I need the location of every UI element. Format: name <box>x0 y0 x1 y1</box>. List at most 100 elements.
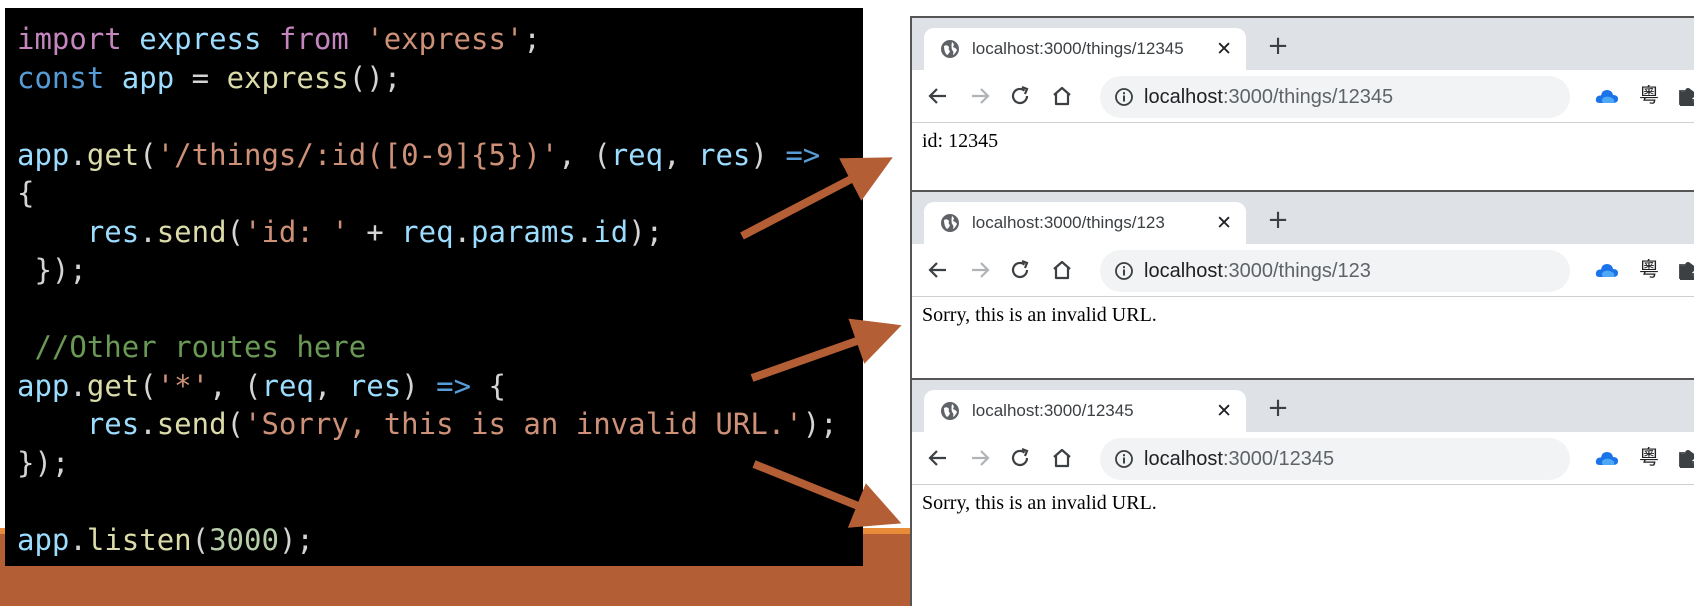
browser-tab[interactable]: localhost:3000/12345 ✕ <box>924 390 1246 432</box>
url-path: :3000/things/123 <box>1222 260 1371 282</box>
code-panel: import express from 'express'; const app… <box>5 8 863 566</box>
code-token: ( <box>226 214 245 249</box>
puzzle-icon[interactable] <box>1676 84 1694 108</box>
code-token <box>261 22 278 56</box>
ime-indicator[interactable]: 粵 <box>1639 83 1659 107</box>
page-body-text: Sorry, this is an invalid URL. <box>922 492 1157 514</box>
address-bar[interactable]: localhost:3000/12345 <box>1100 438 1694 480</box>
code-token: . <box>69 137 87 172</box>
cloud-icon[interactable] <box>1594 260 1620 282</box>
address-bar[interactable]: localhost:3000/things/12345 <box>1100 76 1694 118</box>
code-token: res <box>86 407 140 441</box>
code-token: ( <box>139 137 157 172</box>
code-token: req <box>610 137 664 172</box>
code-line: const app = express(); <box>17 59 863 98</box>
code-token: + <box>348 214 402 249</box>
home-icon[interactable] <box>1050 446 1074 470</box>
forward-icon[interactable] <box>968 84 992 108</box>
code-token: get <box>86 368 140 403</box>
code-token: listen <box>86 522 192 557</box>
forward-icon[interactable] <box>968 446 992 470</box>
code-line: res.send('Sorry, this is an invalid URL.… <box>17 405 863 444</box>
code-token: ( <box>191 522 210 557</box>
code-token: (); <box>348 60 402 95</box>
code-token: app <box>121 60 175 95</box>
code-token: req <box>261 368 314 403</box>
close-icon[interactable]: ✕ <box>1216 38 1232 60</box>
code-token: import <box>17 22 122 56</box>
code-token: 'id: ' <box>244 214 349 249</box>
puzzle-icon[interactable] <box>1676 446 1694 470</box>
cloud-icon[interactable] <box>1594 86 1620 108</box>
tab-strip: localhost:3000/12345 ✕ + <box>912 380 1694 432</box>
code-token: app <box>17 368 70 403</box>
home-icon[interactable] <box>1050 258 1074 282</box>
code-token: ( <box>226 407 245 441</box>
back-icon[interactable] <box>926 258 950 282</box>
url-host: localhost <box>1144 448 1223 470</box>
code-line: import express from 'express'; <box>17 20 863 59</box>
code-token: res <box>698 137 751 172</box>
reload-icon[interactable] <box>1008 84 1032 108</box>
code-token: => <box>785 137 821 172</box>
plus-icon[interactable]: + <box>1267 393 1289 423</box>
back-icon[interactable] <box>926 84 950 108</box>
back-icon[interactable] <box>926 446 950 470</box>
browser-window: localhost:3000/things/123 ✕ + localhost:… <box>910 190 1694 378</box>
close-icon[interactable]: ✕ <box>1216 212 1232 234</box>
plus-icon[interactable]: + <box>1267 205 1289 235</box>
code-token: { <box>17 176 35 210</box>
code-token: const <box>17 60 105 95</box>
code-token: send <box>156 214 227 249</box>
code-line: }); <box>17 251 863 290</box>
code-token: req <box>401 214 454 249</box>
ime-indicator[interactable]: 粵 <box>1639 445 1659 469</box>
plus-icon[interactable]: + <box>1267 31 1289 61</box>
code-token: ; <box>523 22 541 56</box>
code-token: . <box>69 368 87 403</box>
url-text[interactable]: localhost:3000/things/12345 <box>1144 76 1393 118</box>
tab-title: localhost:3000/things/12345 <box>972 39 1184 58</box>
reload-icon[interactable] <box>1008 258 1032 282</box>
code-token: . <box>575 214 594 249</box>
url-path: :3000/12345 <box>1222 448 1335 470</box>
url-text[interactable]: localhost:3000/12345 <box>1144 438 1334 480</box>
browser-tab[interactable]: localhost:3000/things/12345 ✕ <box>924 28 1246 70</box>
code-token: '/things/:id([0-9]{5})' <box>156 137 559 172</box>
code-token: }); <box>17 253 87 287</box>
code-line: app.get('*', (req, res) => { <box>17 367 863 406</box>
page-body-text: Sorry, this is an invalid URL. <box>922 304 1157 326</box>
page-body-text: id: 12345 <box>922 130 999 152</box>
reload-icon[interactable] <box>1008 446 1032 470</box>
info-icon[interactable] <box>1114 449 1134 469</box>
code-line: { <box>17 174 863 213</box>
browser-tab[interactable]: localhost:3000/things/123 ✕ <box>924 202 1246 244</box>
info-icon[interactable] <box>1114 87 1134 107</box>
code-token: app <box>17 522 70 557</box>
ime-indicator[interactable]: 粵 <box>1639 257 1659 281</box>
code-token: . <box>453 214 472 249</box>
info-icon[interactable] <box>1114 261 1134 281</box>
code-token: ); <box>802 407 838 441</box>
code-token: }); <box>17 445 70 480</box>
code-line: app.get('/things/:id([0-9]{5})', (req, r… <box>17 136 863 175</box>
browser-toolbar: localhost:3000/things/12345 粵 <box>912 70 1694 123</box>
cloud-icon[interactable] <box>1594 448 1620 470</box>
code-token: 'express' <box>366 22 524 56</box>
code-token: ( <box>139 368 157 403</box>
code-token <box>17 407 87 441</box>
code-token: = <box>174 60 227 95</box>
home-icon[interactable] <box>1050 84 1074 108</box>
puzzle-icon[interactable] <box>1676 258 1694 282</box>
browser-toolbar: localhost:3000/12345 粵 <box>912 432 1694 485</box>
code-token: '*' <box>156 368 210 403</box>
code-line: //Other routes here <box>17 328 863 367</box>
close-icon[interactable]: ✕ <box>1216 400 1232 422</box>
code-token <box>122 22 139 56</box>
code-token: 3000 <box>209 522 279 557</box>
code-token <box>17 330 34 364</box>
code-token: , <box>663 137 698 172</box>
forward-icon[interactable] <box>968 258 992 282</box>
address-bar[interactable]: localhost:3000/things/123 <box>1100 250 1694 292</box>
url-text[interactable]: localhost:3000/things/123 <box>1144 250 1371 292</box>
